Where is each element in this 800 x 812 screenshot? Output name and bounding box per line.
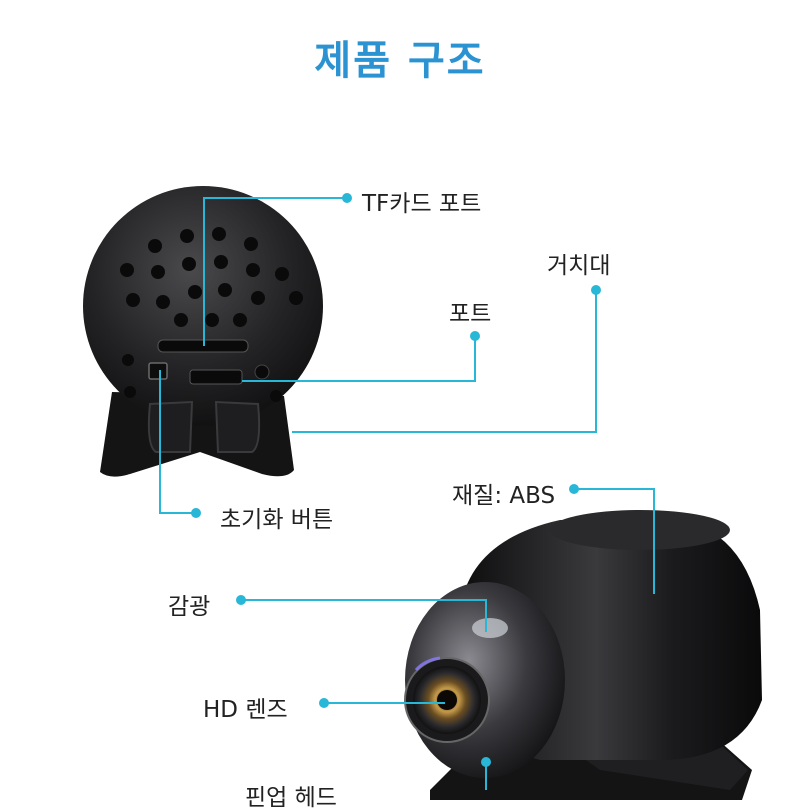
callout-dots bbox=[191, 193, 601, 767]
label-hd-lens: HD 렌즈 bbox=[203, 697, 288, 723]
label-pinout-head: 핀업 헤드 bbox=[245, 785, 337, 811]
callout-lines bbox=[159, 197, 655, 790]
label-light-sensor: 감광 bbox=[168, 594, 211, 620]
label-port: 포트 bbox=[449, 301, 492, 327]
label-material: 재질: ABS bbox=[452, 483, 556, 509]
label-tf-card-port: TF카드 포트 bbox=[362, 191, 482, 217]
camera-front-view bbox=[404, 510, 762, 800]
label-reset-button: 초기화 버튼 bbox=[220, 507, 334, 533]
label-stand: 거치대 bbox=[547, 253, 611, 279]
page-title: 제품 구조 bbox=[314, 38, 486, 84]
